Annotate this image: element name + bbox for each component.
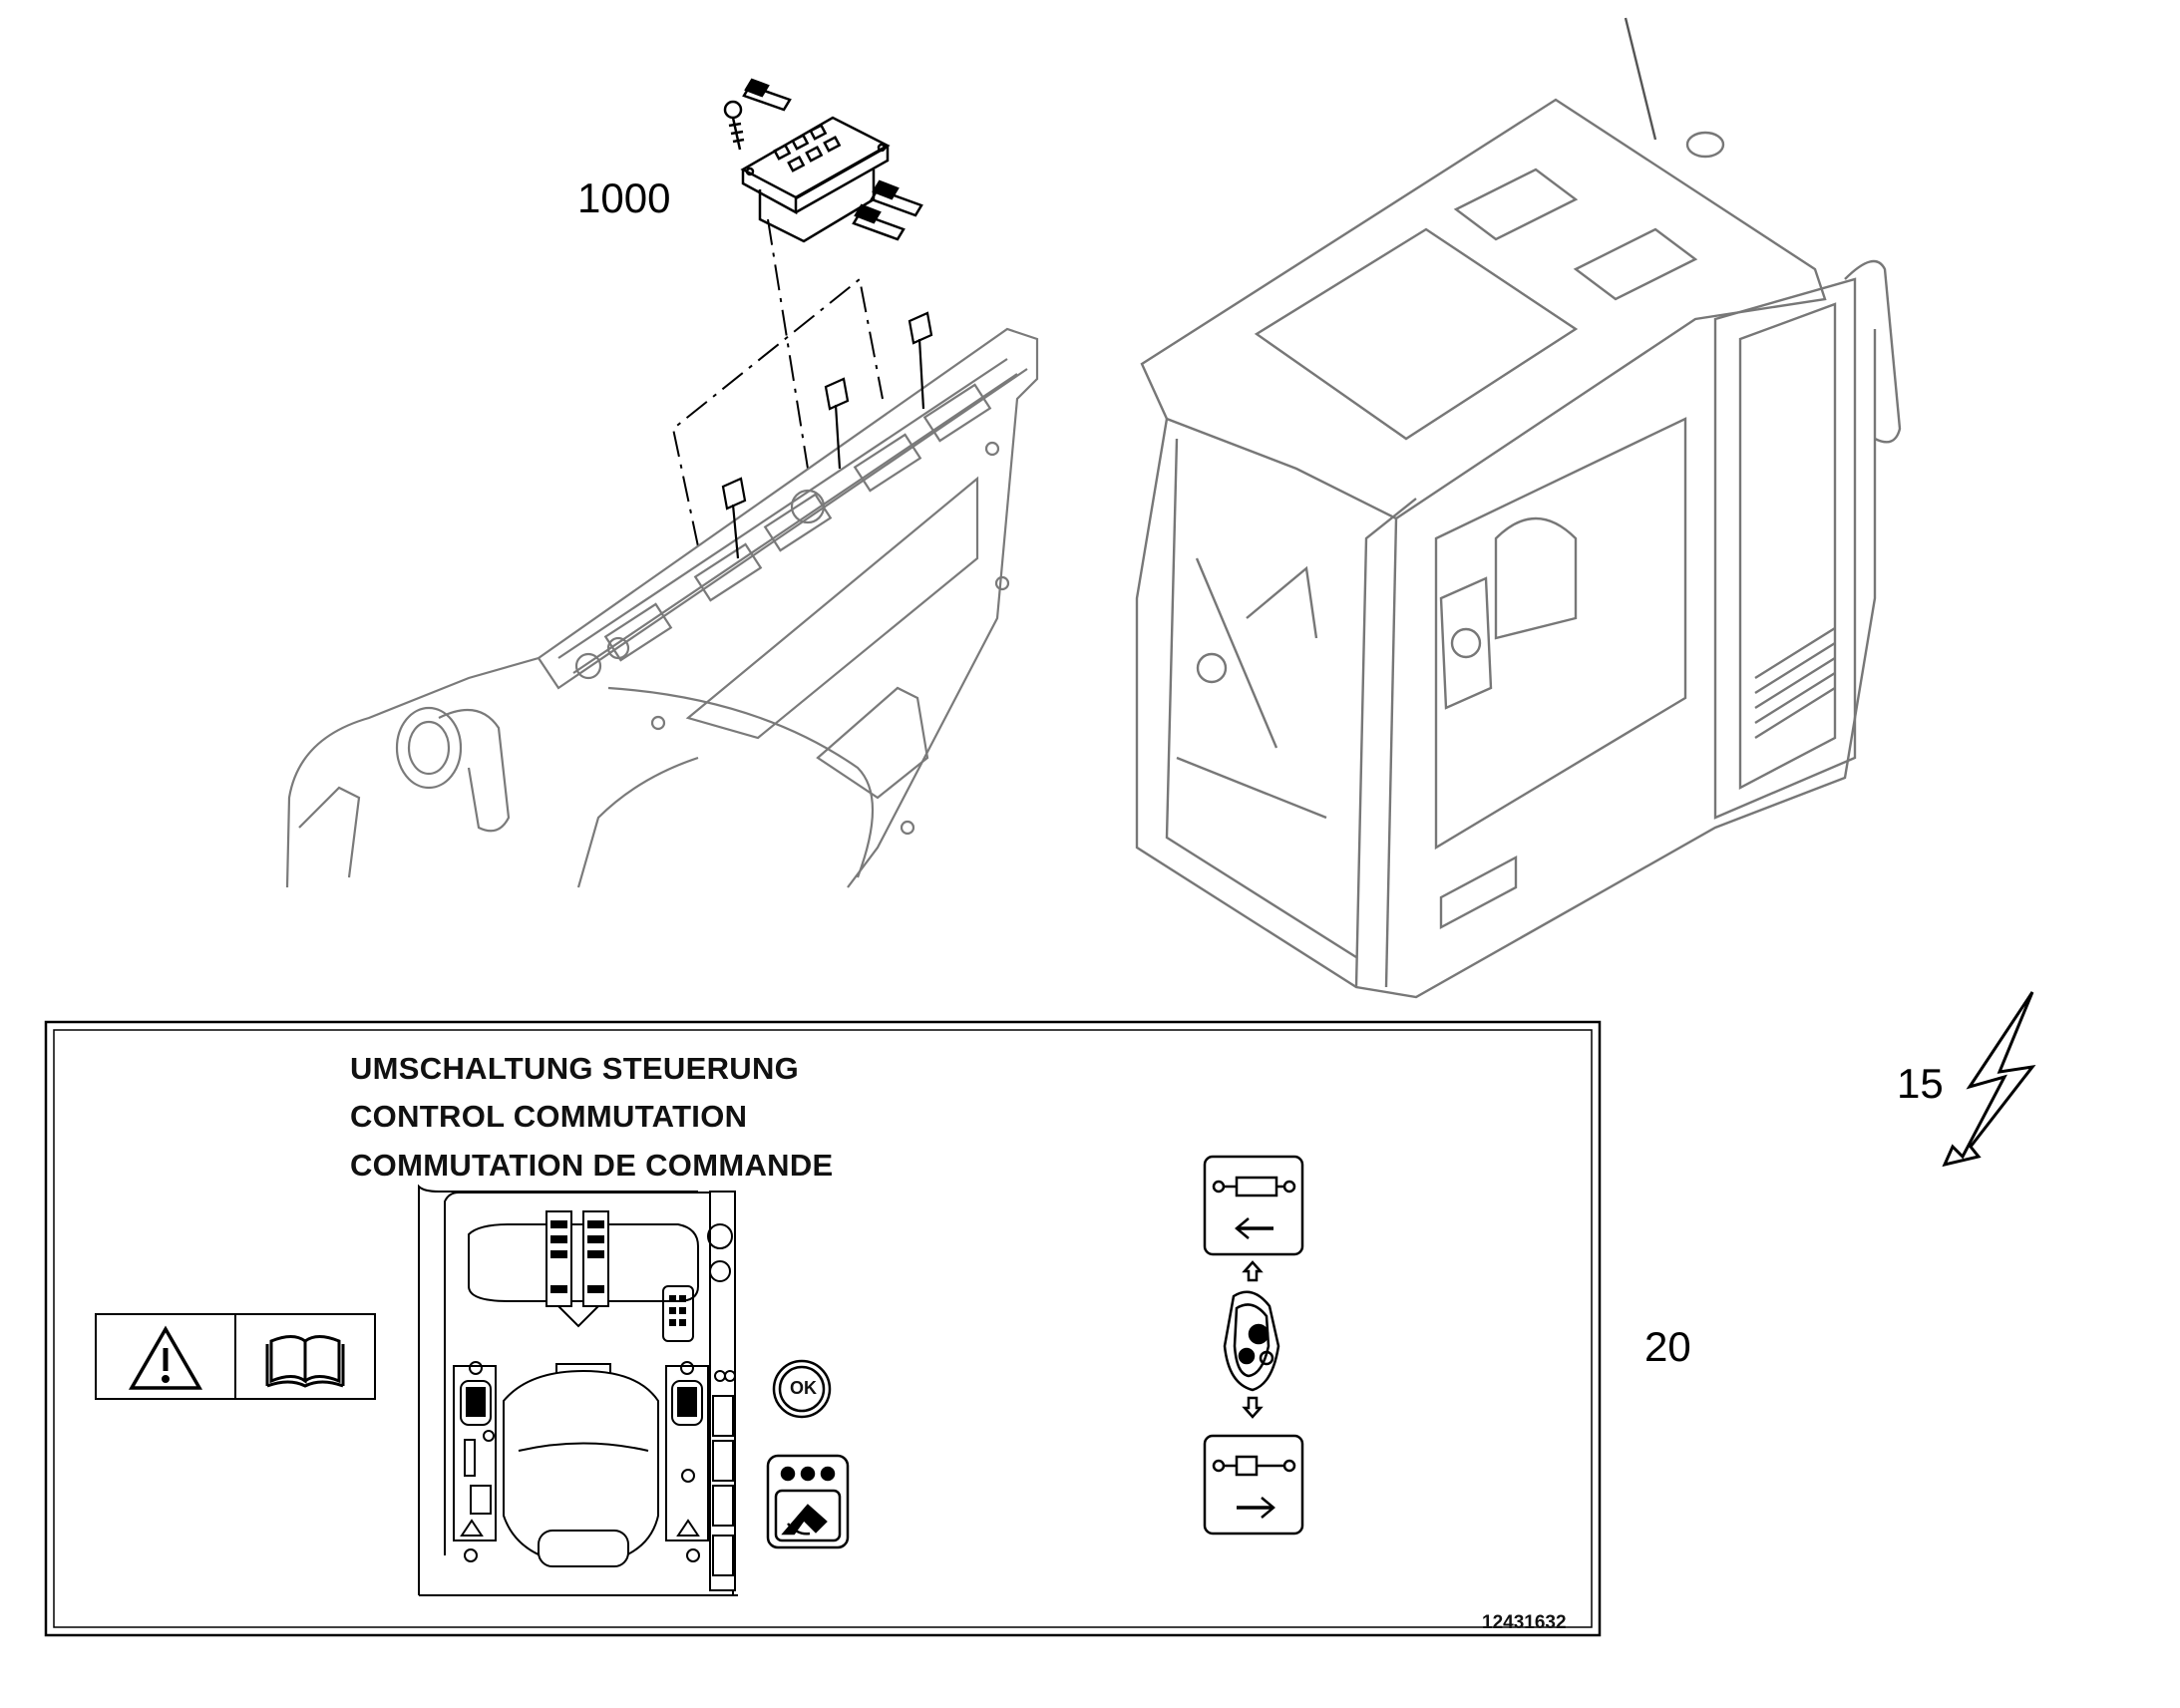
cab-grille	[1754, 626, 1836, 740]
ok-button-icon	[772, 1359, 832, 1419]
label-title-german: UMSCHALTUNG STEUERUNG	[350, 1051, 800, 1086]
callout-label-ref: 20	[1644, 1323, 1691, 1370]
switch-module-assembly	[723, 78, 923, 243]
warning-manual-box	[95, 1313, 376, 1400]
switch-module-body	[740, 116, 891, 243]
cylinder-extend-icon	[1203, 1434, 1304, 1536]
open-book-icon	[265, 1335, 345, 1388]
side-panel-switches	[464, 1223, 736, 1576]
travel-pedals	[545, 1210, 609, 1328]
joystick-icon	[1223, 1260, 1280, 1419]
lightning-bolt-icon	[1942, 991, 2036, 1168]
operator-cab	[1135, 17, 1902, 999]
ok-button-label: OK	[790, 1378, 817, 1398]
callout-switch-module: 1000	[577, 174, 671, 221]
warning-triangle-icon	[128, 1325, 203, 1390]
label-title-english: CONTROL COMMUTATION	[350, 1099, 748, 1134]
callout-electrical-ref: 15	[1897, 1060, 1944, 1107]
cylinder-retract-icon	[1203, 1155, 1304, 1256]
label-part-number: 12431632	[1482, 1612, 1567, 1633]
control-commutation-label	[44, 1020, 1602, 1637]
label-title-french: COMMUTATION DE COMMANDE	[350, 1148, 834, 1183]
side-console-panel	[285, 311, 1039, 888]
assembly-leader-lines	[671, 218, 884, 547]
blank-plug-right	[852, 179, 923, 241]
left-joystick-icon	[460, 1361, 492, 1426]
blank-plug-top	[742, 78, 792, 112]
screw-icon	[723, 100, 745, 151]
right-joystick-icon	[671, 1361, 703, 1426]
excavator-control-icon	[766, 1454, 850, 1549]
cab-top-view	[418, 1184, 738, 1596]
